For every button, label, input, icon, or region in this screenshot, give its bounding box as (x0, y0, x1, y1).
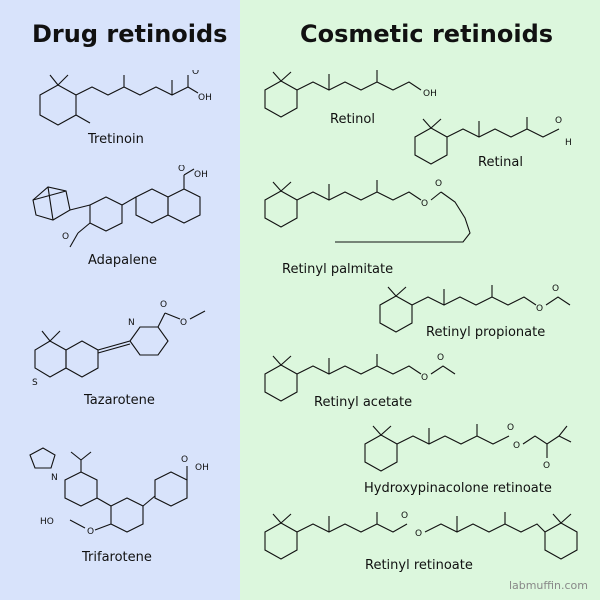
svg-text:O: O (401, 511, 408, 521)
svg-text:O: O (513, 441, 520, 451)
trifarotene-structure: N O HO O OH (29, 447, 209, 537)
retinal-label: Retinal (478, 155, 523, 170)
svg-text:O: O (536, 304, 543, 314)
svg-text:HO: HO (40, 517, 54, 527)
svg-text:O: O (181, 455, 188, 465)
hydroxypinacolone-retinoate-structure: O O O (364, 423, 572, 472)
retinyl-retinoate-structure: O O (264, 511, 578, 560)
drug-retinoids-title: Drug retinoids (32, 20, 228, 48)
svg-text:H: H (565, 138, 572, 148)
retinol-structure: OH (264, 70, 437, 118)
svg-text:OH: OH (194, 170, 208, 180)
svg-text:N: N (51, 473, 58, 483)
svg-text:S: S (32, 378, 38, 388)
watermark: labmuffin.com (508, 579, 588, 592)
svg-text:O: O (87, 527, 94, 537)
retinyl-acetate-label: Retinyl acetate (314, 395, 413, 410)
tretinoin-label: Tretinoin (88, 132, 144, 147)
retinyl-acetate-structure: O O (264, 353, 456, 402)
adapalene-structure: O O OH (32, 165, 208, 248)
svg-text:O: O (415, 529, 422, 539)
tretinoin-structure: O OH (39, 70, 212, 126)
svg-text:O: O (552, 284, 559, 294)
svg-text:O: O (507, 423, 514, 433)
tazarotene-label: Tazarotene (84, 393, 155, 408)
trifarotene-label: Trifarotene (82, 550, 152, 565)
hydroxypinacolone-retinoate-label: Hydroxypinacolone retinoate (364, 481, 552, 496)
svg-text:O: O (543, 461, 550, 471)
svg-text:O: O (421, 199, 428, 209)
svg-text:O: O (437, 353, 444, 363)
adapalene-label: Adapalene (88, 253, 157, 268)
svg-text:OH: OH (423, 89, 437, 99)
svg-text:OH: OH (195, 463, 209, 473)
svg-text:O: O (421, 373, 428, 383)
retinyl-palmitate-label: Retinyl palmitate (282, 262, 394, 277)
svg-text:O: O (180, 318, 187, 328)
svg-text:O: O (62, 232, 69, 242)
svg-text:OH: OH (198, 93, 212, 103)
svg-text:N: N (128, 318, 135, 328)
svg-text:O: O (435, 179, 442, 189)
svg-text:O: O (192, 70, 199, 77)
retinyl-propionate-label: Retinyl propionate (426, 325, 546, 340)
tazarotene-structure: S N O O (32, 300, 206, 388)
svg-text:O: O (178, 165, 185, 174)
retinol-label: Retinol (330, 112, 375, 127)
svg-text:O: O (555, 116, 562, 126)
cosmetic-retinoids-title: Cosmetic retinoids (300, 20, 554, 48)
retinyl-propionate-structure: O O (379, 284, 571, 333)
retinal-structure: O H (414, 116, 572, 165)
svg-text:O: O (160, 300, 167, 310)
retinyl-retinoate-label: Retinyl retinoate (365, 558, 473, 573)
retinyl-palmitate-structure: O O (264, 179, 471, 243)
cosmetic-retinoids-panel (240, 0, 600, 600)
